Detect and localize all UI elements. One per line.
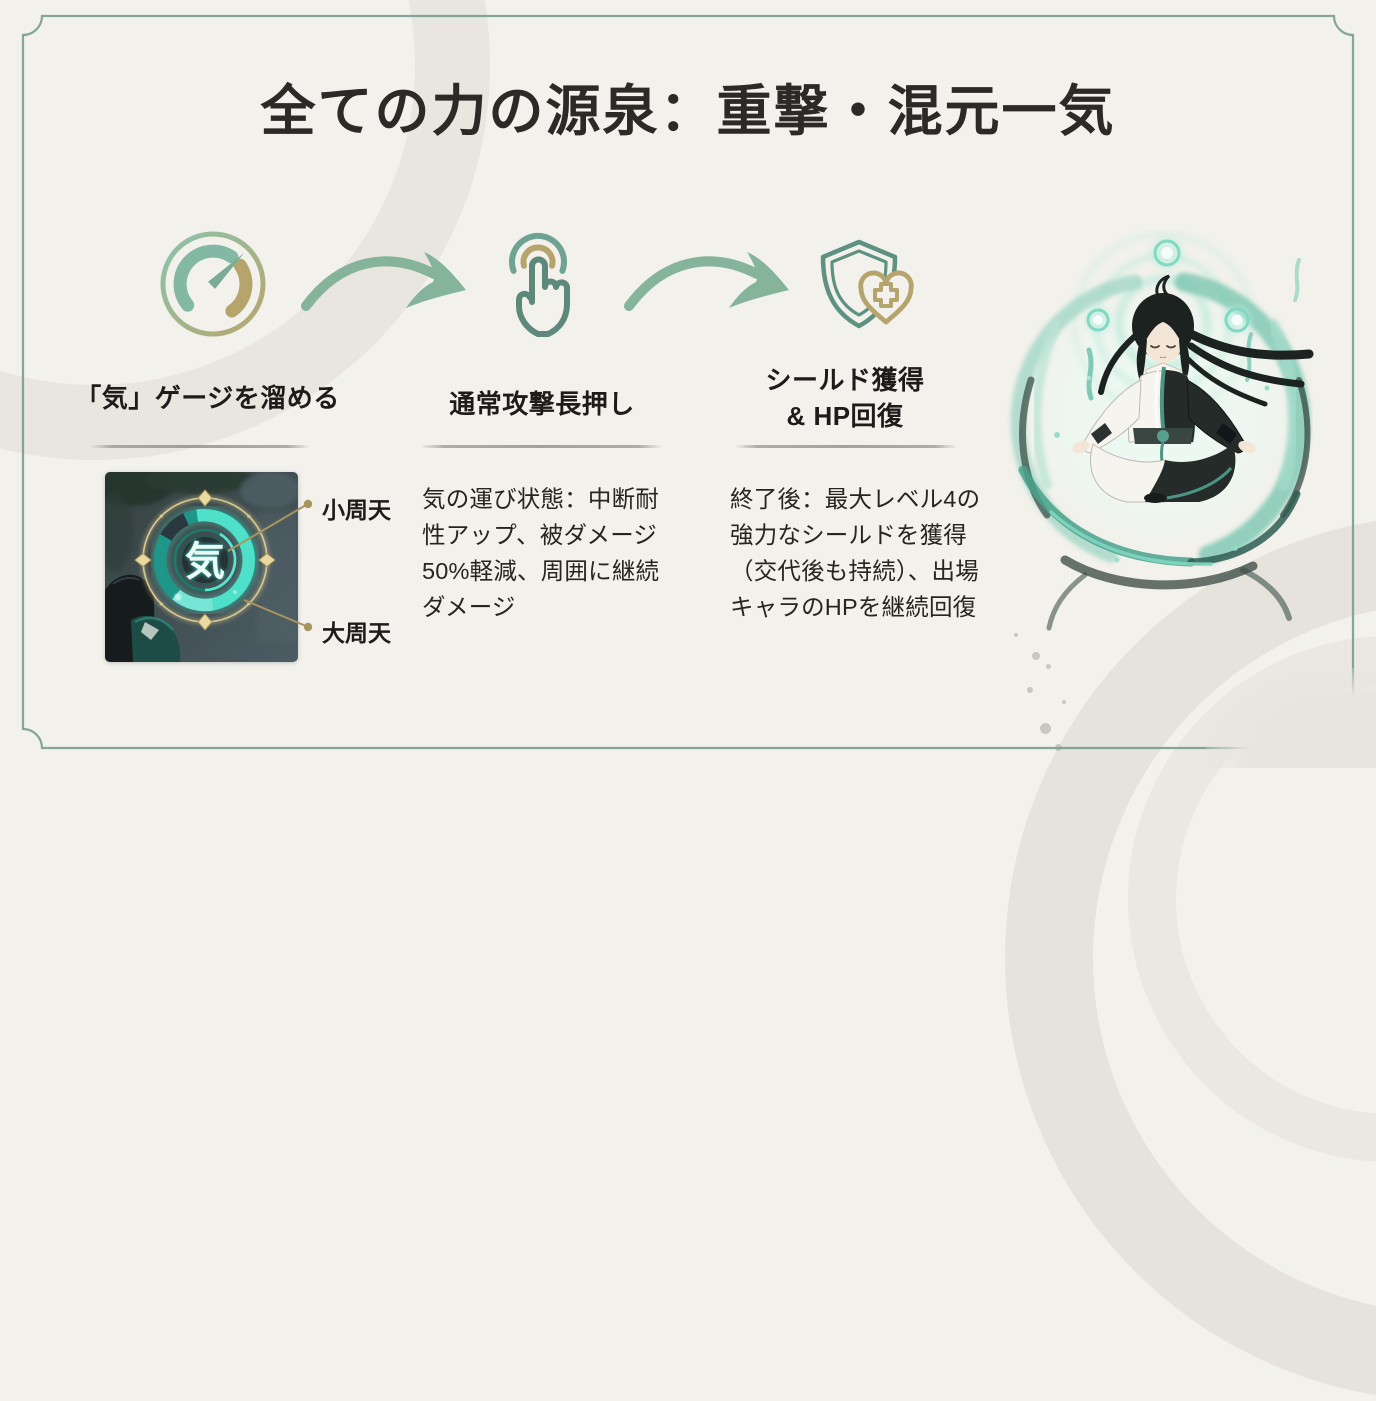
ink-wash-corner-patch	[1206, 668, 1376, 768]
curved-arrow-icon	[624, 252, 789, 311]
press-hold-icon	[509, 232, 571, 337]
ink-splatter-dot	[1040, 723, 1051, 734]
ki-gauge-screenshot: 気 気	[105, 472, 298, 662]
ki-glyph-glow: 気	[185, 538, 225, 585]
ink-splatter-dot	[1027, 687, 1033, 693]
ink-splatter-dot	[1046, 664, 1051, 669]
page-title: 全ての力の源泉：重撃・混元一気	[260, 78, 1116, 143]
ki-glyph: 気	[185, 538, 225, 585]
shield-heart-plus-icon	[820, 239, 914, 329]
meditating-character-illustration	[1010, 231, 1314, 631]
step-label-hold-attack: 通常攻撃長押し	[449, 389, 635, 419]
section-divider	[90, 445, 310, 448]
step-label-charge-gauge: 「気」ゲージを溜める	[75, 383, 340, 413]
description-shield-heal: 終了後：最大レベル4の 強力なシールドを獲得 （交代後も持続）、出場 キャラのH…	[730, 486, 981, 620]
ink-splatter-dot	[1014, 633, 1018, 637]
step-label-shield-heal: シールド獲得 & HP回復	[765, 365, 925, 431]
section-divider	[735, 445, 957, 448]
callout-lines	[227, 499, 313, 632]
callout-label-large-cycle: 大周天	[322, 620, 391, 646]
gauge-icon	[160, 231, 266, 337]
description-hold-attack: 気の運び状態：中断耐 性アップ、被ダメージ 50%軽減、周囲に継続 ダメージ	[422, 486, 660, 620]
curved-arrow-icon	[301, 252, 466, 311]
ink-splatter-dot	[1062, 700, 1066, 704]
section-divider	[420, 445, 663, 448]
ink-splatter-dot	[1032, 652, 1040, 660]
callout-label-small-cycle: 小周天	[322, 497, 391, 523]
